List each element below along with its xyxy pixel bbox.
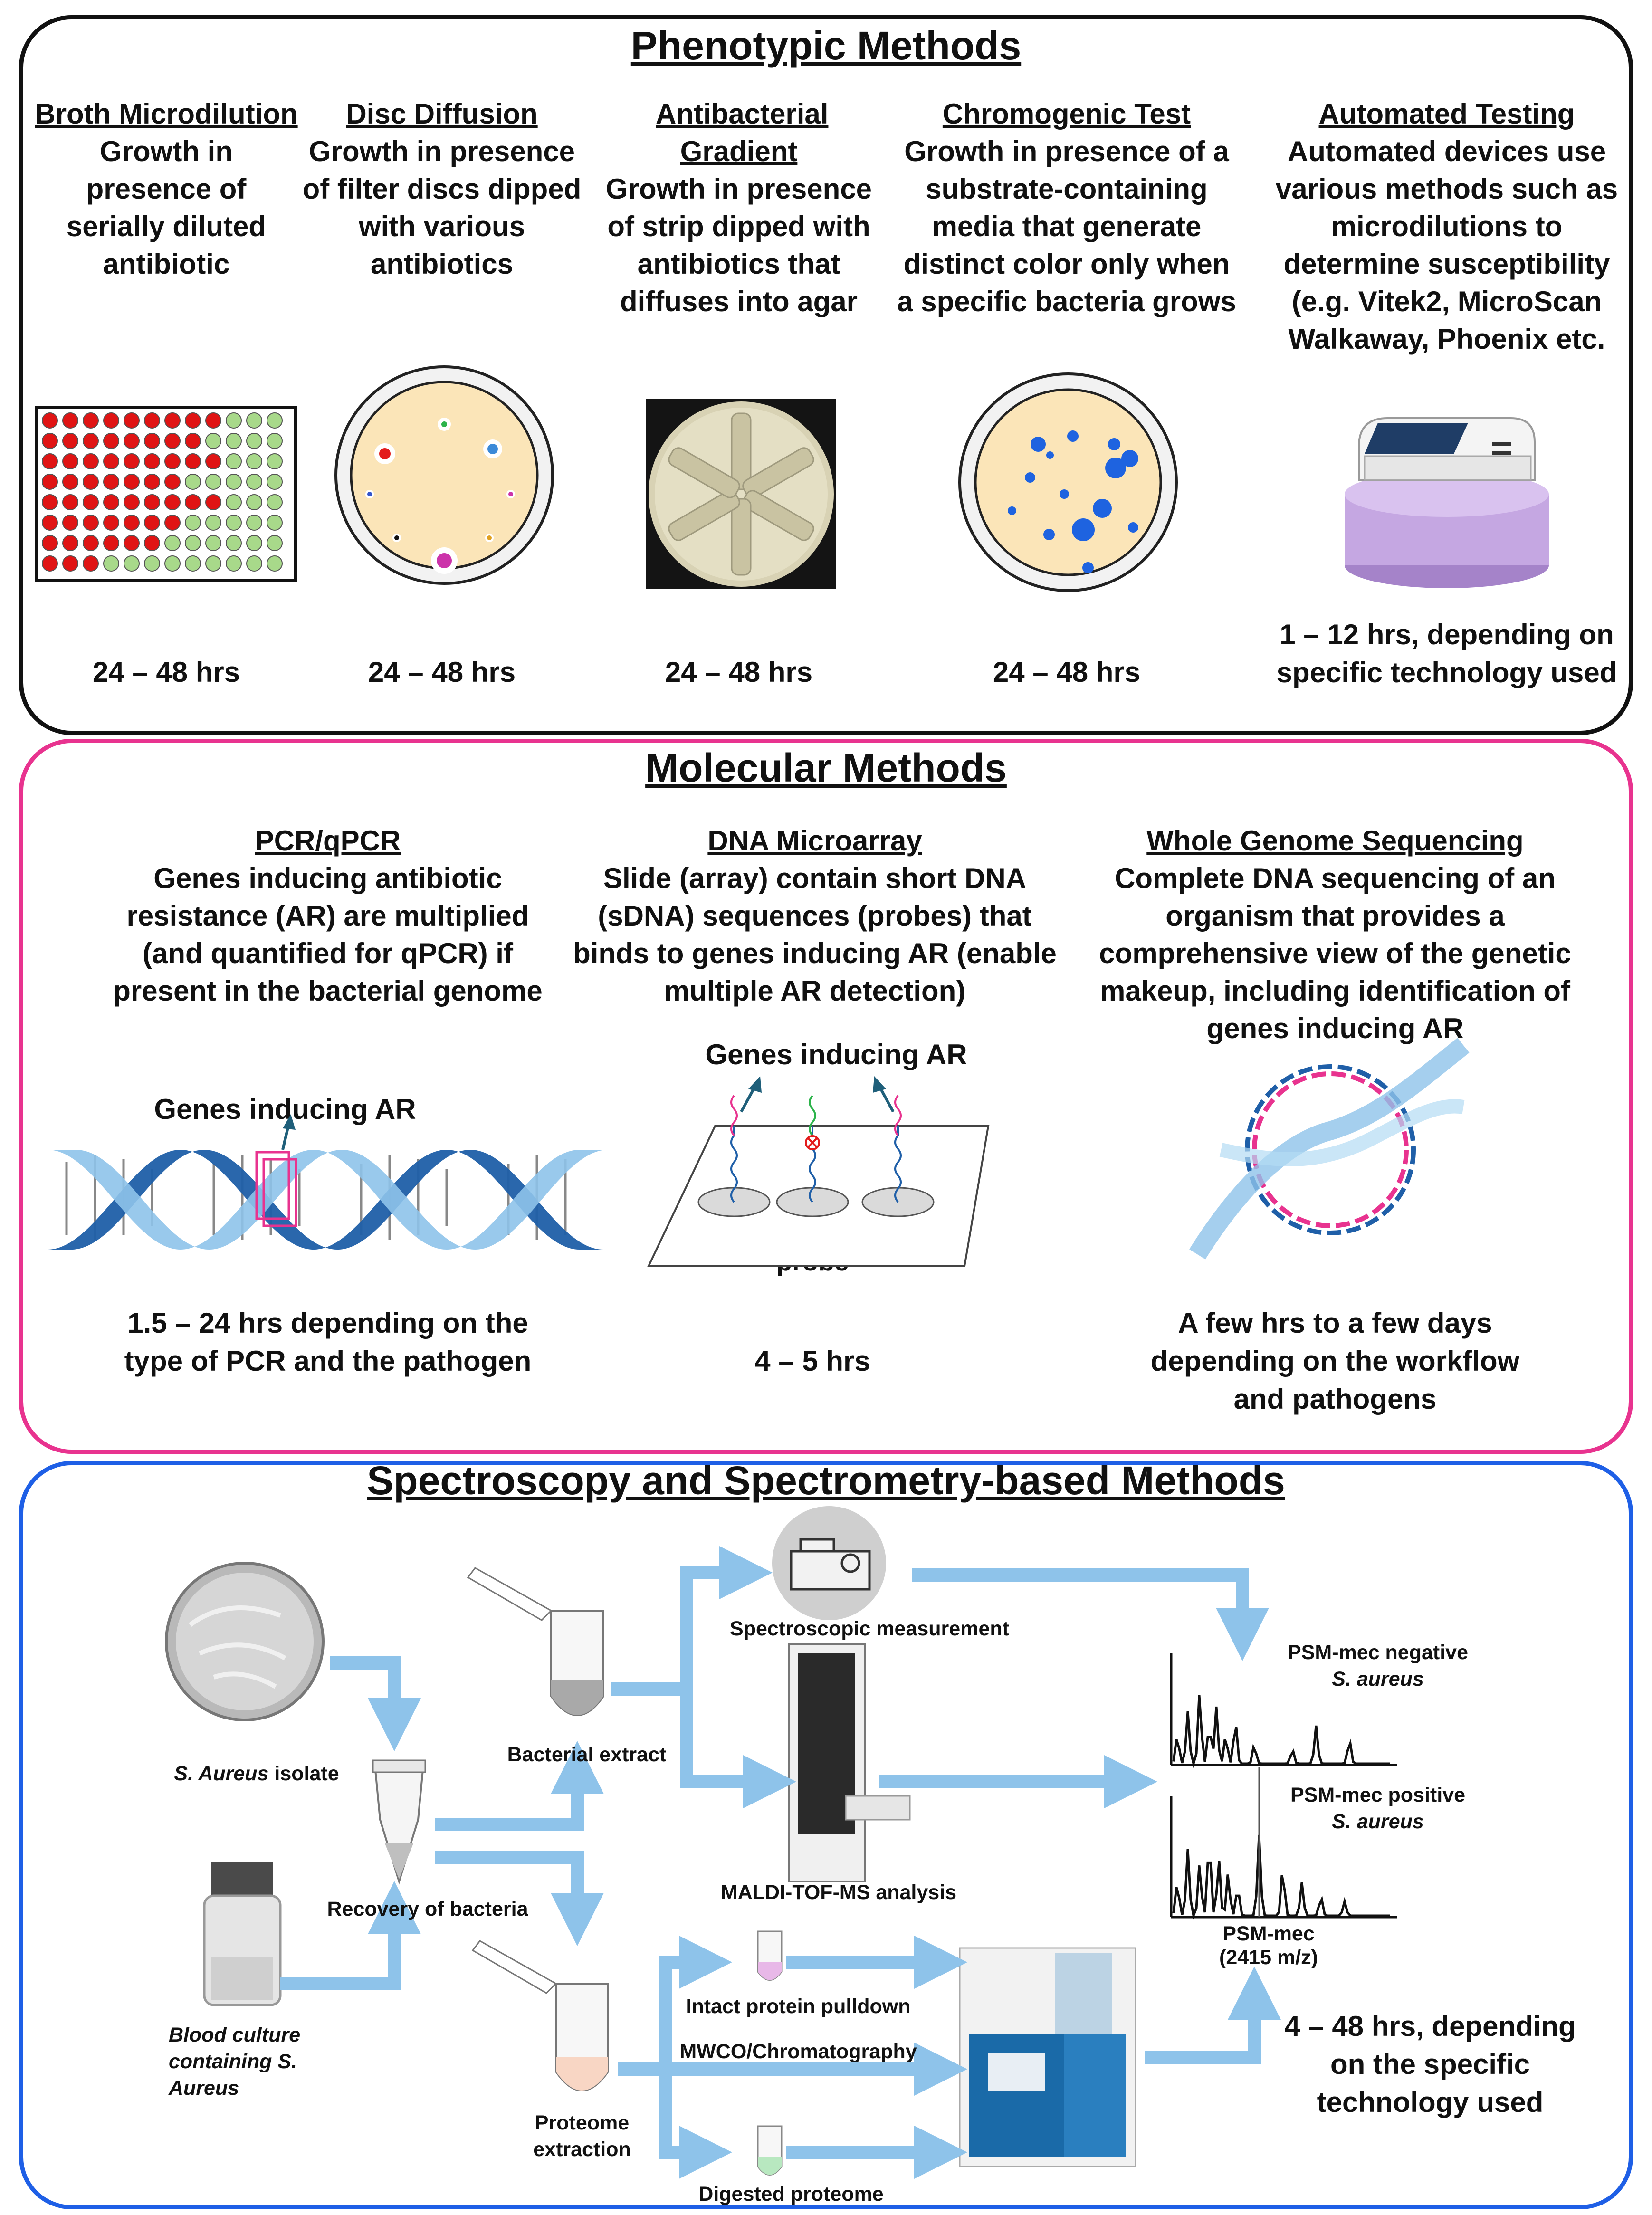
lcms-instrument-icon bbox=[959, 1947, 1136, 2167]
chromogenic-test-heading: Chromogenic Test bbox=[942, 98, 1191, 130]
spectro-title: Spectroscopy and Spectrometry-based Meth… bbox=[367, 1458, 1285, 1503]
spectro-time: 4 – 48 hrs, depending on the specific te… bbox=[1284, 2010, 1576, 2118]
maldi-label: MALDI-TOF-MS analysis bbox=[720, 1881, 957, 1904]
gradient-time: 24 – 48 hrs bbox=[665, 656, 813, 688]
mwco-label: MWCO/Chromatography bbox=[679, 2040, 917, 2063]
chromogenic-test-text: Chromogenic Test Growth in presence of a… bbox=[896, 95, 1238, 320]
extract-tube-icon bbox=[467, 1567, 604, 1716]
pcr-figure-label: Genes inducing AR bbox=[154, 1093, 416, 1125]
chromogenic-plate-icon bbox=[958, 372, 1178, 592]
disc-diffusion-heading: Disc Diffusion bbox=[346, 98, 538, 130]
spectroscopy-panel bbox=[19, 1461, 1633, 2209]
microarray-text: DNA Microarray Slide (array) contain sho… bbox=[570, 822, 1060, 1010]
spectroscopic-label: Spectroscopic measurement bbox=[730, 1617, 1009, 1640]
broth-microdilution-description: Growth in presence of serially diluted a… bbox=[66, 135, 267, 280]
antibacterial-gradient-heading: Antibacterial Gradient bbox=[656, 98, 829, 167]
microarray-heading: DNA Microarray bbox=[707, 825, 922, 857]
spectroscope-icon bbox=[772, 1506, 886, 1620]
broth-microdilution-heading: Broth Microdilution bbox=[35, 98, 298, 130]
automated-device-icon bbox=[1345, 417, 1549, 588]
digested-label: Digested proteome bbox=[698, 2183, 884, 2205]
spectrum-positive bbox=[1170, 1796, 1397, 1920]
spectrum-negative bbox=[1170, 1653, 1397, 1768]
phenotypic-title: Phenotypic Methods bbox=[630, 23, 1022, 68]
isolate-dish-icon bbox=[165, 1562, 325, 1721]
wgs-time: A few hrs to a few days depending on the… bbox=[1150, 1307, 1520, 1415]
maldi-instrument-icon bbox=[788, 1643, 911, 1882]
pcr-description: Genes inducing antibiotic resistance (AR… bbox=[113, 862, 543, 1007]
whole-genome-icon bbox=[1189, 1038, 1470, 1260]
automated-testing-text: Automated Testing Automated devices use … bbox=[1264, 95, 1630, 358]
antibacterial-gradient-text: Antibacterial Gradient Growth in presenc… bbox=[603, 95, 874, 320]
gradient-strip-plate-icon bbox=[646, 399, 836, 589]
flow-arrows bbox=[280, 1546, 1281, 2179]
antibacterial-gradient-description: Growth in presence of strip dipped with … bbox=[605, 173, 872, 317]
automated-testing-description: Automated devices use various methods su… bbox=[1275, 135, 1618, 355]
intact-tube-icon bbox=[757, 1930, 783, 1981]
microarray-figure-label: Genes inducing AR bbox=[705, 1039, 967, 1070]
proteome-extraction-label: Proteome extraction bbox=[533, 2111, 631, 2161]
extract-label: Bacterial extract bbox=[507, 1743, 667, 1766]
molecular-illustrations bbox=[48, 1038, 1470, 1267]
wgs-text: Whole Genome Sequencing Complete DNA seq… bbox=[1074, 822, 1596, 1047]
microarray-time: 4 – 5 hrs bbox=[754, 1345, 870, 1377]
molecular-panel bbox=[19, 739, 1633, 1454]
phenotypic-panel bbox=[19, 15, 1633, 735]
automated-testing-heading: Automated Testing bbox=[1318, 98, 1575, 130]
recovery-label: Recovery of bacteria bbox=[327, 1898, 528, 1920]
phenotypic-illustrations bbox=[35, 365, 1549, 592]
disc-time: 24 – 48 hrs bbox=[368, 656, 516, 688]
automated-time: 1 – 12 hrs, depending on specific techno… bbox=[1276, 619, 1617, 688]
isolate-label: S. Aureus isolate bbox=[174, 1762, 339, 1785]
pcr-heading: PCR/qPCR bbox=[255, 825, 401, 857]
disc-diffusion-plate-icon bbox=[334, 365, 554, 585]
psm-mec-peak-label: PSM-mec(2415 m/z) bbox=[1219, 1922, 1318, 1969]
microplate-icon bbox=[35, 406, 297, 582]
intact-label: Intact protein pulldown bbox=[686, 1995, 911, 2018]
chromogenic-time: 24 – 48 hrs bbox=[993, 656, 1141, 688]
proteome-tube-icon bbox=[471, 1940, 609, 2091]
disc-diffusion-text: Disc Diffusion Growth in presence of fil… bbox=[299, 95, 584, 283]
chromogenic-test-description: Growth in presence of a substrate-contai… bbox=[897, 135, 1236, 317]
wgs-heading: Whole Genome Sequencing bbox=[1146, 825, 1524, 857]
broth-microdilution-text: Broth Microdilution Growth in presence o… bbox=[29, 95, 304, 283]
digested-tube-icon bbox=[757, 2125, 783, 2176]
recovery-tube-icon bbox=[372, 1759, 426, 1885]
disc-diffusion-description: Growth in presence of filter discs dippe… bbox=[302, 135, 582, 280]
microarray-slide-icon bbox=[647, 1076, 990, 1267]
dna-helix-icon bbox=[48, 1114, 608, 1250]
pcr-time: 1.5 – 24 hrs depending on the type of PC… bbox=[124, 1307, 532, 1377]
blood-culture-label: Blood culture containing S. Aureus bbox=[169, 2024, 301, 2100]
broth-time: 24 – 48 hrs bbox=[92, 656, 240, 688]
blood-culture-bottle-icon bbox=[203, 1862, 282, 2006]
microarray-description: Slide (array) contain short DNA (sDNA) s… bbox=[573, 862, 1057, 1007]
pcr-text: PCR/qPCR Genes inducing antibiotic resis… bbox=[100, 822, 556, 1010]
wgs-description: Complete DNA sequencing of an organism t… bbox=[1099, 862, 1571, 1044]
molecular-title: Molecular Methods bbox=[645, 745, 1007, 790]
